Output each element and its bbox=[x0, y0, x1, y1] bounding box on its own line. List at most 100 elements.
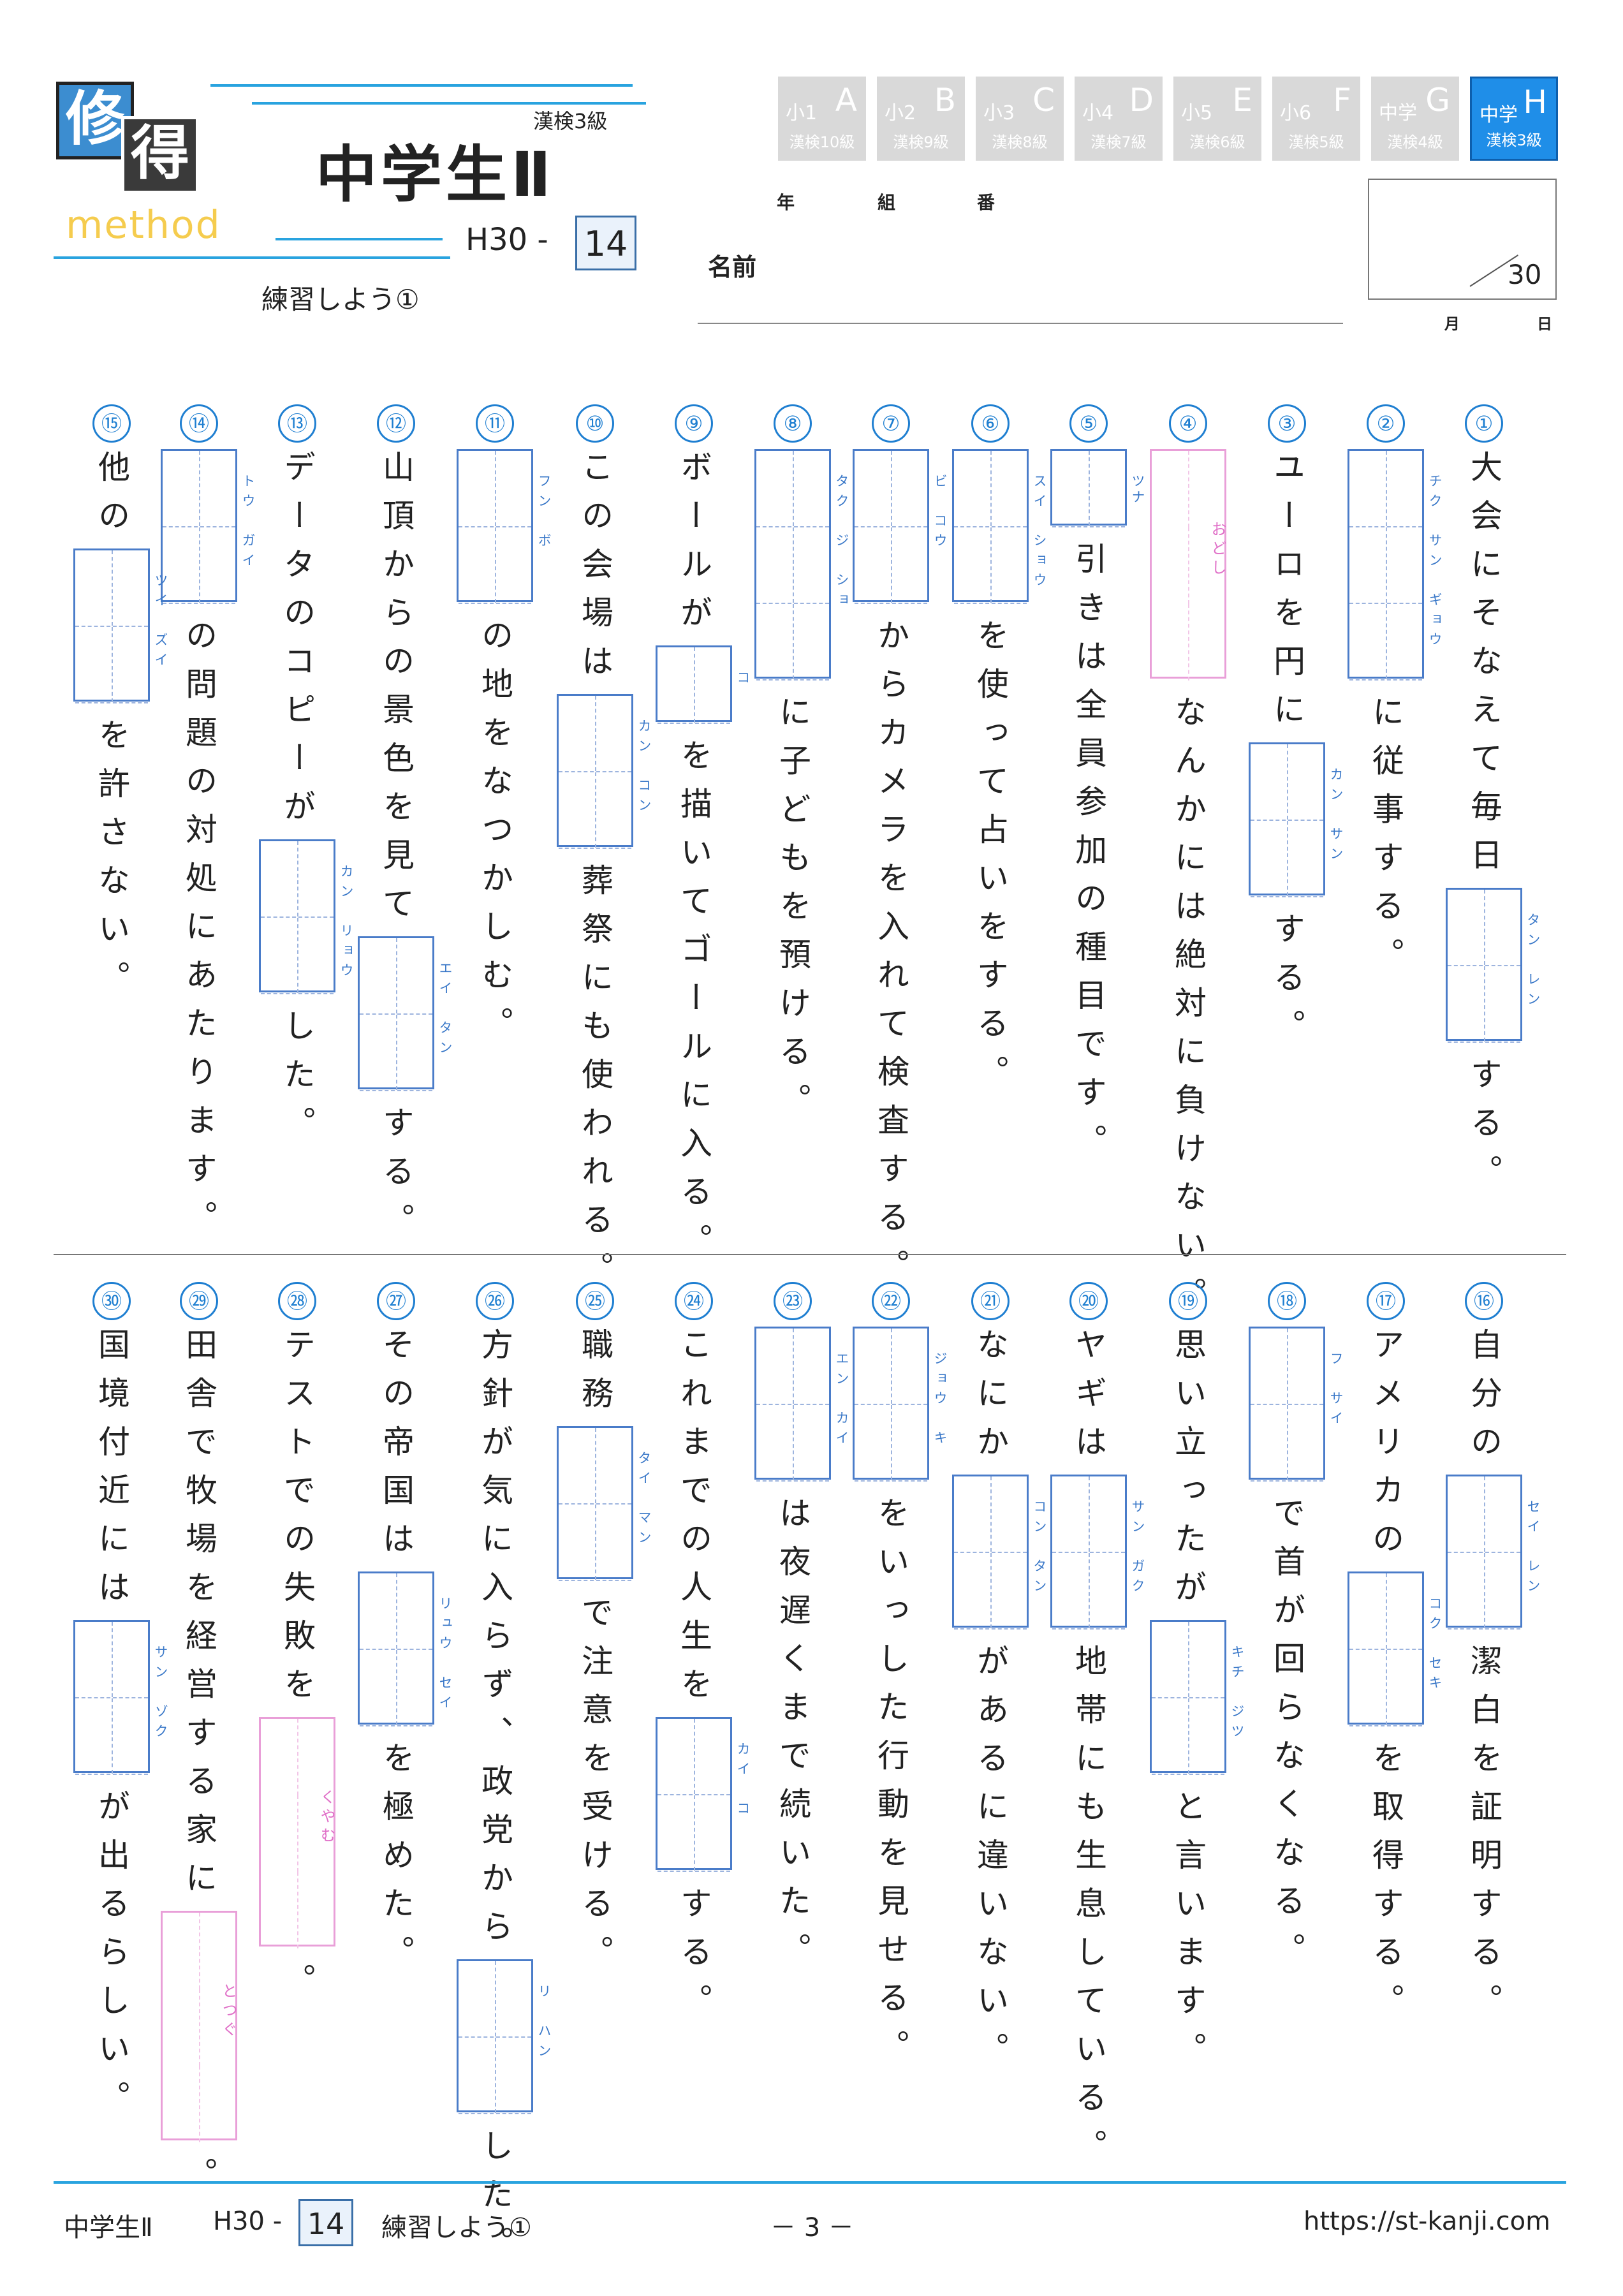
answer-cell[interactable] bbox=[954, 451, 1027, 527]
answer-cell[interactable] bbox=[261, 918, 334, 994]
answer-cell[interactable] bbox=[1349, 1573, 1422, 1650]
answer-cell[interactable] bbox=[75, 627, 148, 703]
answer-cell[interactable] bbox=[360, 1650, 432, 1726]
answer-cell[interactable] bbox=[1349, 451, 1422, 527]
answer-box[interactable]: カイ コ bbox=[656, 1717, 751, 1872]
answer-box[interactable]: カン サン bbox=[1249, 742, 1344, 897]
answer-box[interactable]: フ サイ bbox=[1249, 1327, 1344, 1482]
answer-cell[interactable] bbox=[1052, 1553, 1125, 1630]
answer-cell[interactable] bbox=[1251, 744, 1323, 821]
answer-box[interactable]: くやむ bbox=[259, 1717, 335, 1948]
answer-cell[interactable] bbox=[75, 1622, 148, 1698]
answer-cell[interactable] bbox=[855, 1405, 927, 1482]
answer-cell[interactable] bbox=[1152, 604, 1224, 681]
site-url[interactable]: https://st-kanji.com bbox=[1304, 2207, 1551, 2236]
answer-cell[interactable] bbox=[559, 1505, 631, 1581]
answer-cell[interactable] bbox=[1349, 527, 1422, 604]
answer-box[interactable]: エン カイ bbox=[754, 1327, 849, 1482]
answer-box[interactable]: とつぐ bbox=[161, 1911, 237, 2142]
answer-cell[interactable] bbox=[163, 451, 235, 527]
answer-cell[interactable] bbox=[1349, 604, 1422, 681]
answer-cell[interactable] bbox=[163, 2066, 235, 2142]
answer-box[interactable]: チク サン ギョウ bbox=[1348, 449, 1443, 681]
answer-box[interactable]: サン ガク bbox=[1050, 1475, 1145, 1630]
answer-cell[interactable] bbox=[261, 1795, 334, 1872]
answer-cell[interactable] bbox=[163, 527, 235, 604]
answer-box[interactable]: ツイ ズイ bbox=[73, 548, 168, 703]
answer-cell[interactable] bbox=[1052, 451, 1125, 527]
answer-box[interactable]: コ bbox=[656, 645, 751, 724]
answer-box[interactable]: ビ コウ bbox=[853, 449, 948, 604]
answer-box[interactable]: ジョウ キ bbox=[853, 1327, 948, 1482]
answer-box[interactable]: リュウ セイ bbox=[358, 1571, 453, 1726]
answer-cell[interactable] bbox=[1152, 527, 1224, 604]
answer-cell[interactable] bbox=[1152, 1622, 1224, 1698]
answer-box[interactable]: キチ ジツ bbox=[1150, 1620, 1245, 1775]
answer-cell[interactable] bbox=[1251, 1405, 1323, 1482]
answer-cell[interactable] bbox=[954, 527, 1027, 604]
answer-cell[interactable] bbox=[459, 451, 531, 527]
answer-cell[interactable] bbox=[756, 604, 829, 681]
answer-cell[interactable] bbox=[657, 1719, 730, 1795]
answer-box[interactable]: おどし bbox=[1150, 449, 1226, 681]
answer-box[interactable]: カン コン bbox=[557, 694, 652, 849]
answer-box[interactable]: フン ボ bbox=[457, 449, 552, 604]
answer-cell[interactable] bbox=[657, 1795, 730, 1872]
answer-box[interactable]: コク セキ bbox=[1348, 1571, 1443, 1726]
answer-cell[interactable] bbox=[954, 1553, 1027, 1630]
answer-cell[interactable] bbox=[261, 841, 334, 918]
answer-cell[interactable] bbox=[1152, 1698, 1224, 1775]
answer-cell[interactable] bbox=[163, 1913, 235, 1989]
answer-box[interactable]: タイ マン bbox=[557, 1426, 652, 1581]
answer-cell[interactable] bbox=[459, 1961, 531, 2038]
answer-cell[interactable] bbox=[261, 1872, 334, 1948]
answer-cell[interactable] bbox=[75, 1698, 148, 1775]
answer-box[interactable]: エイ タン bbox=[358, 936, 453, 1091]
answer-cell[interactable] bbox=[855, 527, 927, 604]
answer-cell[interactable] bbox=[1448, 966, 1520, 1043]
answer-box[interactable]: ツナ bbox=[1050, 449, 1145, 527]
answer-cell[interactable] bbox=[1251, 1328, 1323, 1405]
answer-cell[interactable] bbox=[459, 2038, 531, 2114]
answer-box[interactable]: タク ジ ショ bbox=[754, 449, 849, 681]
answer-box[interactable]: サン ゾク bbox=[73, 1620, 168, 1775]
answer-cell[interactable] bbox=[855, 451, 927, 527]
answer-box[interactable]: カン リョウ bbox=[259, 839, 354, 994]
answer-cell[interactable] bbox=[360, 1573, 432, 1650]
answer-cell[interactable] bbox=[855, 1328, 927, 1405]
answer-box[interactable]: コン タン bbox=[952, 1475, 1047, 1630]
answer-cell[interactable] bbox=[559, 772, 631, 849]
answer-box[interactable]: トウ ガイ bbox=[161, 449, 256, 604]
answer-box[interactable]: タン レン bbox=[1446, 888, 1541, 1043]
answer-cell[interactable] bbox=[756, 1405, 829, 1482]
answer-cell[interactable] bbox=[559, 696, 631, 772]
answer-cell[interactable] bbox=[954, 1476, 1027, 1553]
answer-cell[interactable] bbox=[261, 1719, 334, 1795]
score-box[interactable] bbox=[1368, 179, 1557, 300]
answer-cell[interactable] bbox=[657, 647, 730, 724]
answer-cell[interactable] bbox=[459, 527, 531, 604]
answer-cell[interactable] bbox=[1152, 451, 1224, 527]
answer-cell[interactable] bbox=[1448, 1476, 1520, 1553]
answer-cell[interactable] bbox=[756, 527, 829, 604]
answer-cell[interactable] bbox=[1349, 1650, 1422, 1726]
answer-cell[interactable] bbox=[1052, 1476, 1125, 1553]
answer-cell[interactable] bbox=[756, 451, 829, 527]
answer-box[interactable]: セイ レン bbox=[1446, 1475, 1541, 1630]
answer-cell[interactable] bbox=[756, 1328, 829, 1405]
answer-cell[interactable] bbox=[1448, 890, 1520, 966]
answer-cell[interactable] bbox=[1251, 821, 1323, 897]
answer-cell[interactable] bbox=[360, 938, 432, 1015]
answer-cell[interactable] bbox=[559, 1428, 631, 1505]
answer-cell[interactable] bbox=[360, 1015, 432, 1091]
answer-cell[interactable] bbox=[75, 550, 148, 627]
answer-cell[interactable] bbox=[163, 1989, 235, 2066]
